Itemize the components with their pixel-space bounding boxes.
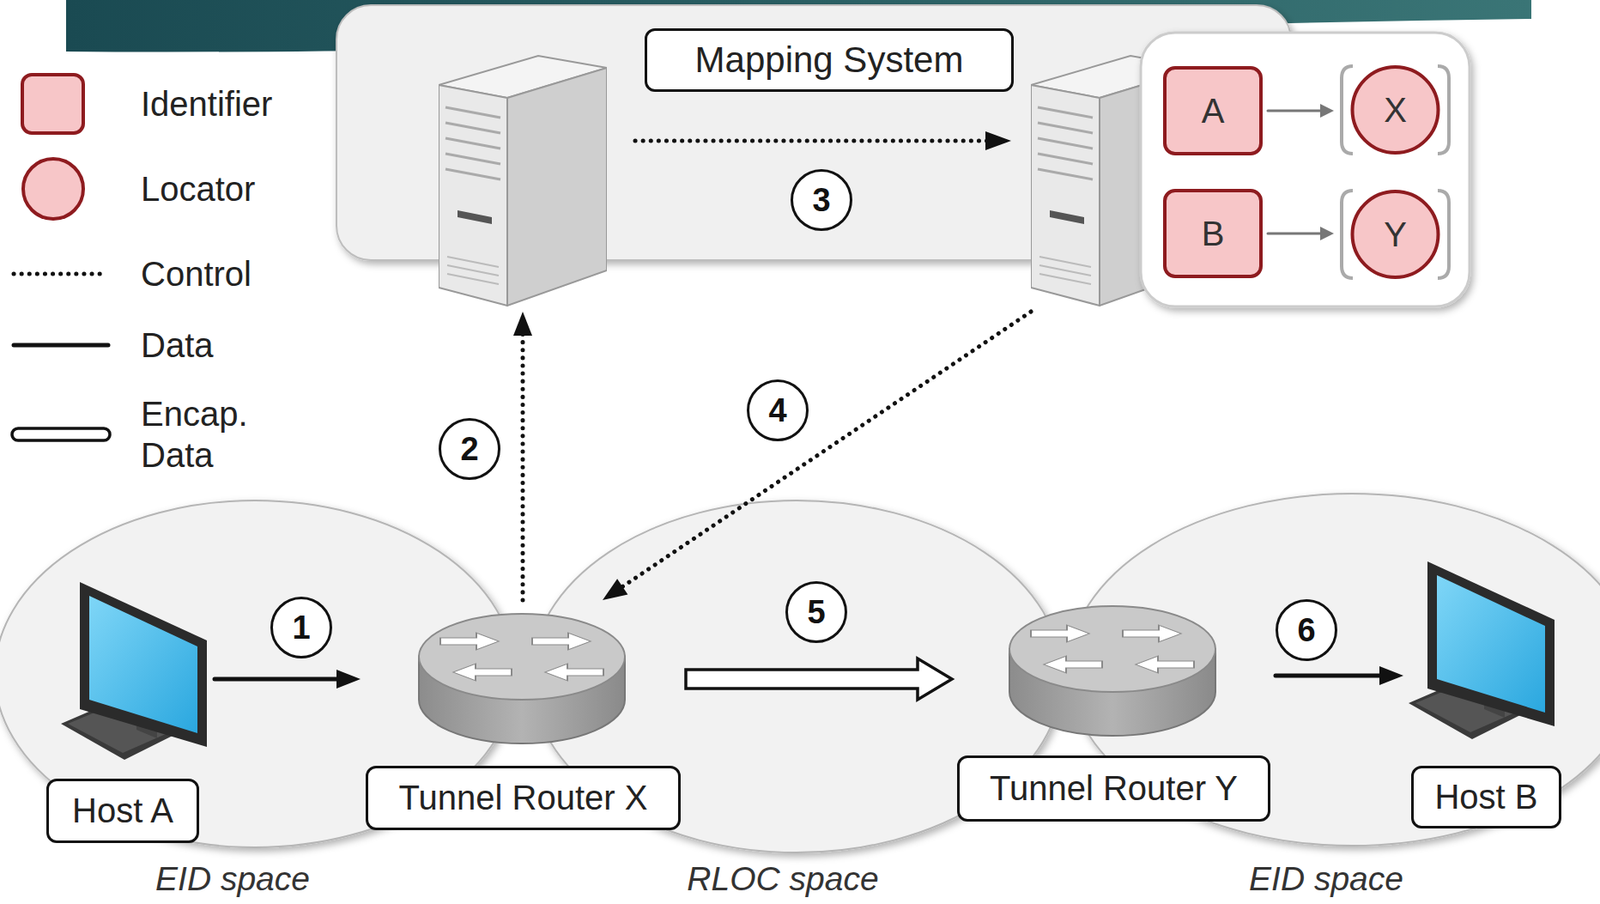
control-line (521, 330, 526, 600)
callout-number: 5 (785, 581, 848, 643)
connector (214, 669, 361, 689)
node-label: Tunnel Router Y (989, 769, 1238, 808)
node-label: Host A (72, 791, 174, 831)
legend-swatch (21, 157, 85, 221)
label-box: Tunnel Router Y (957, 755, 1271, 822)
control-sample (13, 272, 107, 277)
legend-line-sample (8, 421, 116, 448)
legend-line-sample (8, 260, 116, 287)
mapping-system-panel: Mapping SystemA X B Y (336, 5, 1470, 307)
identifier-label: A (1201, 91, 1225, 131)
connector (1275, 666, 1404, 685)
router-icon (418, 613, 625, 744)
node-label: Mapping System (695, 39, 964, 81)
connector (685, 658, 952, 700)
legend-text: Control (140, 253, 252, 295)
connector (1267, 226, 1334, 241)
locator-circle: X (1339, 62, 1452, 158)
label-box: Mapping System (644, 28, 1014, 92)
encap-arrow (685, 658, 952, 700)
control-arrow-head (985, 131, 1012, 151)
control-line (618, 311, 1031, 589)
label-box: Host A (46, 778, 200, 843)
arrow-head (336, 669, 361, 689)
host-node: Host A (46, 575, 210, 843)
legend-text: Data (140, 324, 214, 366)
host-node: Host B (1408, 557, 1564, 829)
callout-number: 1 (270, 596, 333, 659)
monitor-icon (1408, 561, 1555, 740)
data-line (214, 677, 342, 682)
legend-text: Locator (140, 168, 255, 210)
node-label: Tunnel Router X (399, 778, 649, 818)
tunnel-router-node: Tunnel Router Y (957, 597, 1271, 822)
callout-number: 3 (790, 169, 853, 231)
locator-outline (1352, 191, 1439, 278)
arrow-head (1320, 103, 1334, 118)
identifier-box: A (1163, 66, 1263, 156)
callout-number: 6 (1275, 599, 1338, 661)
callout-number: 2 (438, 418, 501, 480)
connector (602, 311, 1031, 600)
legend-text: Encap. Data (140, 393, 279, 476)
legend-swatch (20, 72, 85, 135)
label-box: Tunnel Router X (365, 765, 681, 831)
region-label: RLOC space (686, 860, 879, 898)
arrow-head (513, 311, 533, 336)
arrow-head (602, 578, 628, 600)
arrow-head (1379, 666, 1404, 685)
control-arrow-line (635, 139, 988, 144)
identifier-box: B (1163, 188, 1263, 279)
locator-label: Y (1383, 215, 1407, 255)
callout-number: 4 (746, 379, 809, 442)
encap-sample (12, 428, 110, 441)
region-label: EID space (1248, 860, 1404, 898)
mapping-table (1140, 32, 1470, 307)
data-sample (13, 343, 109, 348)
locator-circle: Y (1339, 187, 1452, 282)
data-line (1267, 109, 1323, 113)
data-line (1267, 232, 1323, 236)
label-box: Host B (1411, 765, 1562, 829)
node-label: Host B (1434, 777, 1538, 817)
router-icon (1009, 606, 1216, 736)
legend-text: Identifier (140, 83, 273, 125)
locator-label: X (1383, 90, 1407, 130)
locator-outline (1352, 66, 1439, 153)
tunnel-router-node: Tunnel Router X (365, 605, 681, 831)
data-line (1275, 673, 1385, 679)
connector (1267, 103, 1334, 118)
identifier-label: B (1201, 214, 1225, 254)
arrow-head (1320, 226, 1334, 241)
server-icon (438, 55, 607, 306)
monitor-icon (60, 581, 207, 760)
connector (513, 311, 533, 600)
region-label: EID space (155, 860, 310, 898)
legend-line-sample (8, 332, 116, 358)
